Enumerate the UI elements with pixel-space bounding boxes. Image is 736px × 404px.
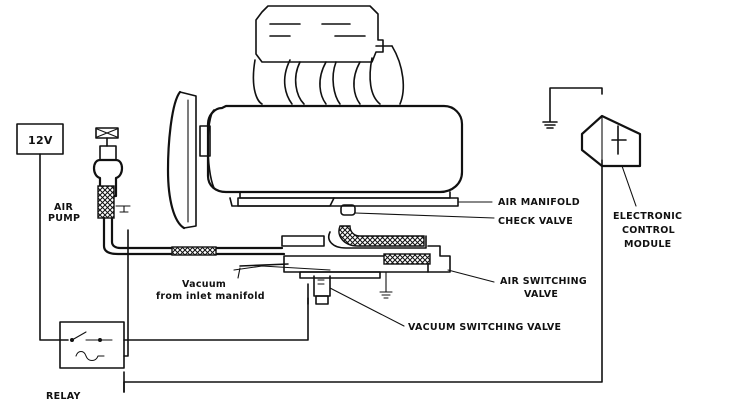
check-valve xyxy=(340,204,495,219)
relay xyxy=(59,229,309,393)
electronic-control-module xyxy=(580,114,642,207)
air-manifold xyxy=(237,197,493,207)
air-hose xyxy=(102,216,286,256)
ecm-label-2: CONTROL xyxy=(622,225,675,236)
air-switching-label-1: AIR SWITCHING xyxy=(500,276,587,287)
engine-intake-runners xyxy=(252,5,405,105)
check-valve-label: CHECK VALVE xyxy=(498,216,573,227)
vacuum-switching-label: VACUUM SWITCHING VALVE xyxy=(408,322,561,333)
ecm-label-3: MODULE xyxy=(624,239,671,250)
ecm-wiring xyxy=(123,87,603,393)
vacuum-pointer xyxy=(237,267,241,279)
air-pump-label-1: AIR xyxy=(54,202,73,213)
air-manifold-label: AIR MANIFOLD xyxy=(498,197,580,208)
ecm-label-1: ELECTRONIC xyxy=(613,211,682,222)
air-pump xyxy=(92,127,131,219)
battery: 12V xyxy=(16,123,69,341)
vacuum-line xyxy=(233,263,331,271)
relay-label: RELAY xyxy=(46,391,81,402)
battery-label: 12V xyxy=(28,134,53,147)
engine-block xyxy=(199,104,464,207)
air-pump-label-2: PUMP xyxy=(48,213,80,224)
vacuum-switching-valve xyxy=(313,275,405,327)
air-switching-label-2: VALVE xyxy=(524,289,558,300)
vacuum-label-1: Vacuum xyxy=(182,279,226,290)
vacuum-label-2: from inlet manifold xyxy=(156,291,265,302)
fan-belt xyxy=(166,90,197,230)
